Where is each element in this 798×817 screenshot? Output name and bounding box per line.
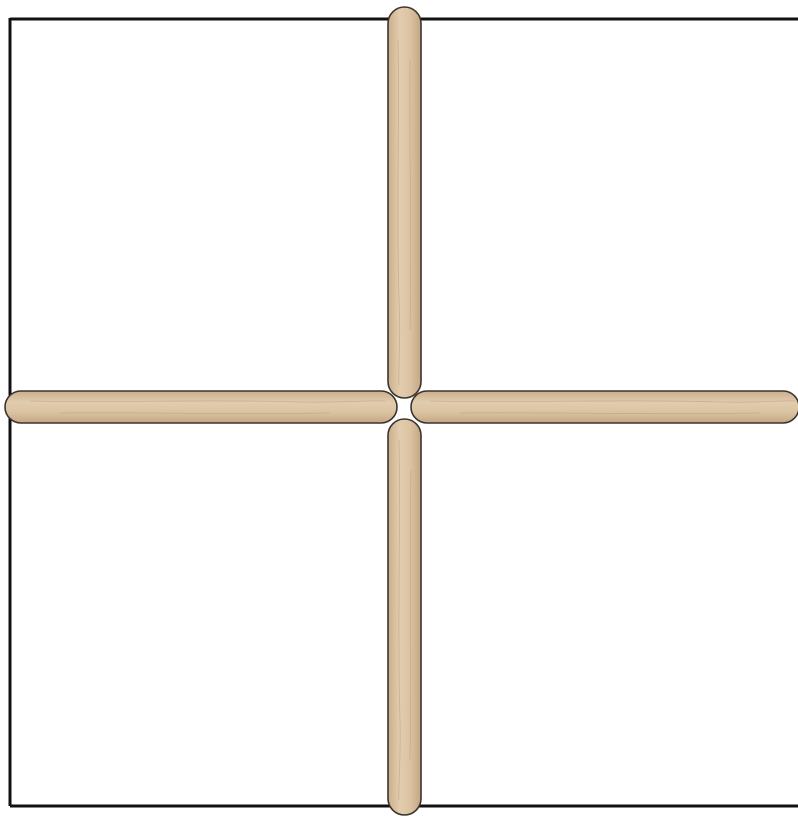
stick-bottom[interactable] [388,419,421,815]
stick-right[interactable] [411,391,798,423]
stick-top[interactable] [388,7,421,398]
stick-left[interactable] [5,391,397,423]
